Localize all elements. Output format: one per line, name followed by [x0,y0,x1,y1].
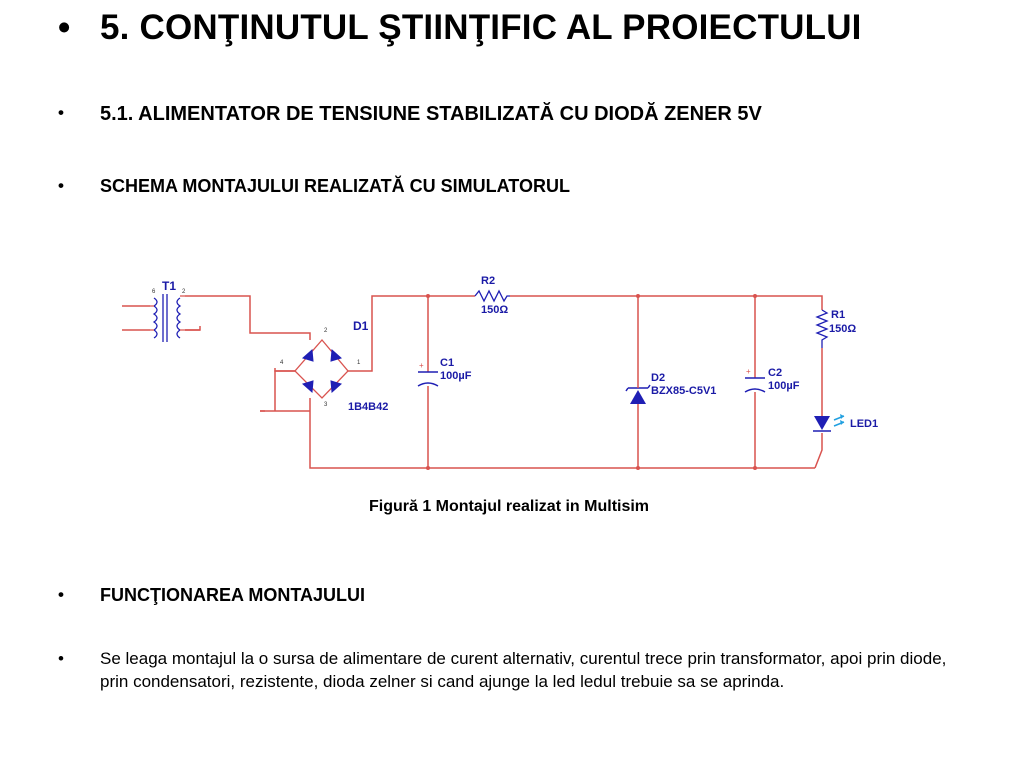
bullet: • [58,176,64,195]
pin-label: 4 [280,360,284,366]
r2-label: R2 [481,275,495,287]
heading-schema: • SCHEMA MONTAJULUI REALIZATĂ CU SIMULAT… [58,176,570,197]
bullet: • [58,649,64,668]
capacitor-c1 [417,371,439,387]
c2-label: C2 [768,367,782,379]
t1-pin: 6 [152,289,156,295]
r2-value: 150Ω [481,304,508,316]
transformer-t1 [150,294,185,342]
c1-value: 100µF [440,370,472,382]
t1-pin: 2 [182,289,186,295]
wire-node3 [260,410,310,412]
wire-bridge-out [348,295,475,372]
pin-label: 2 [324,328,328,334]
r1-label: R1 [831,309,845,321]
c1-label: C1 [440,357,454,369]
section-title: 5.1. ALIMENTATOR DE TENSIUNE STABILIZATĂ… [100,103,762,125]
wire-r1-led [814,348,823,469]
r1-value: 150Ω [829,323,856,335]
diode-icon [330,348,343,362]
diode-icon [301,380,314,394]
function-title: FUNCŢIONAREA MONTAJULUI [100,585,365,605]
schema-title: SCHEMA MONTAJULUI REALIZATĂ CU SIMULATOR… [100,176,570,196]
led-icon [813,413,845,432]
led1-label: LED1 [850,418,878,430]
d2-value: BZX85-C5V1 [651,385,716,397]
d2-label: D2 [651,372,665,384]
junction-dots [426,294,757,470]
heading-section: • 5.1. ALIMENTATOR DE TENSIUNE STABILIZA… [58,103,762,126]
pin-label: 3 [324,402,328,408]
ac-input-wire [122,305,150,331]
bottom-rail [309,398,815,469]
polarity-plus: + [419,361,424,370]
bridge-part-label: 1B4B42 [348,401,388,413]
wire-t1-secondary-top [185,295,311,340]
polarity-plus: + [746,367,751,376]
wire-bridge-left [274,370,295,411]
bullet: • [58,585,64,604]
zener-diode-d2 [625,380,651,406]
c2-value: 100µF [768,380,800,392]
resistor-r2 [474,289,510,303]
diode-icon [330,380,343,394]
bullet: • [58,103,64,122]
description-text: Se leaga montajul la o sursa de alimenta… [100,649,947,691]
circuit-diagram: T1 6 2 D1 1B4B42 2 1 4 3 R2 150Ω + C1 10… [122,275,878,470]
bullet: • [58,8,71,47]
t1-label: T1 [162,279,176,293]
capacitor-c2 [744,377,766,393]
d1-label: D1 [353,319,369,333]
figure-caption: Figură 1 Montajul realizat in Multisim [369,498,650,515]
resistor-r1 [815,309,829,348]
heading-function: • FUNCŢIONAREA MONTAJULUI [58,585,365,606]
page-title: 5. CONŢINUTUL ŞTIINŢIFIC AL PROIECTULUI [100,8,862,47]
pin-label: 1 [357,360,361,366]
heading-main: • 5. CONŢINUTUL ŞTIINŢIFIC AL PROIECTULU… [58,8,862,48]
top-rail [510,295,823,310]
bridge-rectifier-d1 [294,338,349,399]
diode-icon [301,348,314,362]
description-paragraph: • Se leaga montajul la o sursa de alimen… [58,647,978,693]
